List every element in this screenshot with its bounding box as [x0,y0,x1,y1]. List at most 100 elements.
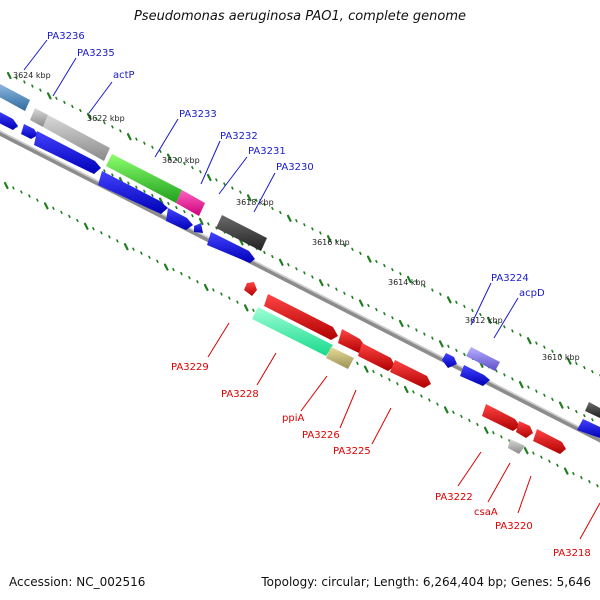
outer-tick-minor [111,125,114,129]
cds-reverse-pa3220[interactable] [533,429,566,454]
outer-tick-minor [159,149,162,153]
lower-tick-major [563,467,569,475]
inner-tick-minor [567,405,570,410]
cds-forward-05[interactable] [166,208,193,230]
outer-tick-minor [423,284,426,288]
cds-forward-03[interactable] [34,131,101,174]
cds-reverse-01[interactable] [244,282,257,296]
feature-pa3228[interactable] [252,307,333,356]
inner-tick-minor [463,352,466,357]
label-pa3230[interactable]: PA3230 [276,162,314,173]
leader-pa3228 [256,352,277,386]
label-pa3235[interactable]: PA3235 [77,48,115,59]
lower-tick-major [523,447,529,455]
lower-tick-major [203,283,209,292]
cds-forward-10[interactable] [577,419,600,438]
inner-tick-major [278,258,284,266]
outer-tick-minor [295,219,298,223]
cds-reverse-pa3225[interactable] [358,343,395,371]
label-pa3231[interactable]: PA3231 [248,146,286,157]
outer-tick-minor [343,243,346,247]
inner-tick-minor [591,418,594,422]
feature-pa3221[interactable] [508,439,525,454]
feature-pa3236[interactable] [0,84,30,111]
inner-tick-minor [311,275,314,279]
feature-right-edge[interactable] [585,402,600,418]
cds-forward-04[interactable] [98,171,168,214]
lower-tick-minor [76,218,79,223]
lower-tick-minor [188,276,191,280]
coord-label-3622: 3622 kbp [87,114,125,123]
cds-forward-07[interactable] [207,232,255,263]
label-pa3218[interactable]: PA3218 [553,548,591,559]
lower-tick-major [363,365,369,373]
label-pa3220[interactable]: PA3220 [495,521,533,532]
label-pa3225[interactable]: PA3225 [333,446,371,457]
outer-tick-major [86,112,92,120]
label-pa3222[interactable]: PA3222 [435,492,473,503]
cds-forward-02[interactable] [21,124,38,139]
label-pa3232[interactable]: PA3232 [220,131,258,142]
feature-pa3230[interactable] [216,215,267,251]
label-acpd[interactable]: acpD [519,288,545,299]
feature-pa3235-start[interactable] [30,108,48,127]
cds-reverse-csaa[interactable] [516,421,533,438]
coord-label-3620: 3620 kbp [162,156,200,165]
leader-pa3225 [371,407,392,445]
outer-tick-minor [335,239,338,243]
label-csaa[interactable]: csaA [474,507,498,518]
outer-tick-major [166,153,172,161]
cds-forward-08[interactable] [442,353,457,368]
inner-tick-minor [535,389,538,393]
cds-reverse-ppia[interactable] [338,329,365,353]
inner-tick-minor [335,287,338,291]
cds-forward-06[interactable] [194,223,203,233]
inner-tick-minor [423,332,426,336]
leader-pa3232 [200,140,221,185]
outer-tick-minor [175,157,178,162]
cds-reverse-pa3229[interactable] [264,294,338,340]
cds-reverse-03[interactable] [390,360,431,388]
feature-pa3224[interactable] [466,347,500,371]
cds-forward-09[interactable] [460,365,490,386]
inner-tick-minor [327,283,330,287]
feature-actp[interactable] [43,115,110,161]
lower-tick-major [83,222,89,230]
label-pa3226[interactable]: PA3226 [302,430,340,441]
map-title: Pseudomonas aeruginosa PAO1, complete ge… [133,9,467,24]
leader-pa3220 [517,475,532,514]
lower-tick-minor [572,471,575,476]
inner-tick-major [158,197,164,205]
label-pa3228[interactable]: PA3228 [221,389,259,400]
label-pa3236[interactable]: PA3236 [47,31,85,42]
inner-tick-minor [295,267,298,271]
lower-tick-minor [492,431,495,435]
label-pa3229[interactable]: PA3229 [171,362,209,373]
label-actp[interactable]: actP [113,70,135,81]
inner-tick-minor [207,222,210,226]
lower-tick-minor [148,255,151,259]
label-pa3224[interactable]: PA3224 [491,273,529,284]
label-pa3233[interactable]: PA3233 [179,109,217,120]
cds-forward-01[interactable] [0,110,18,130]
lower-tick-minor [596,484,599,488]
lower-tick-minor [476,422,479,427]
outer-tick-minor [31,84,34,88]
outer-tick-minor [535,341,538,345]
outer-tick-minor [463,304,466,308]
label-ppia[interactable]: ppiA [282,413,304,424]
accession-text: Accession: NC_002516 [9,575,146,589]
inner-tick-major [358,299,364,307]
feature-pa3226[interactable] [326,347,354,369]
feature-pa3233[interactable] [106,154,182,203]
lower-tick-minor [100,231,103,235]
lower-tick-minor [116,239,119,243]
leader-pa3230 [253,172,276,213]
outer-tick-track [6,71,600,377]
cds-reverse-pa3222[interactable] [482,404,520,431]
feature-pa3232[interactable] [176,190,205,216]
outer-tick-minor [351,247,354,251]
lower-tick-minor [548,459,551,463]
inner-tick-minor [391,316,394,320]
